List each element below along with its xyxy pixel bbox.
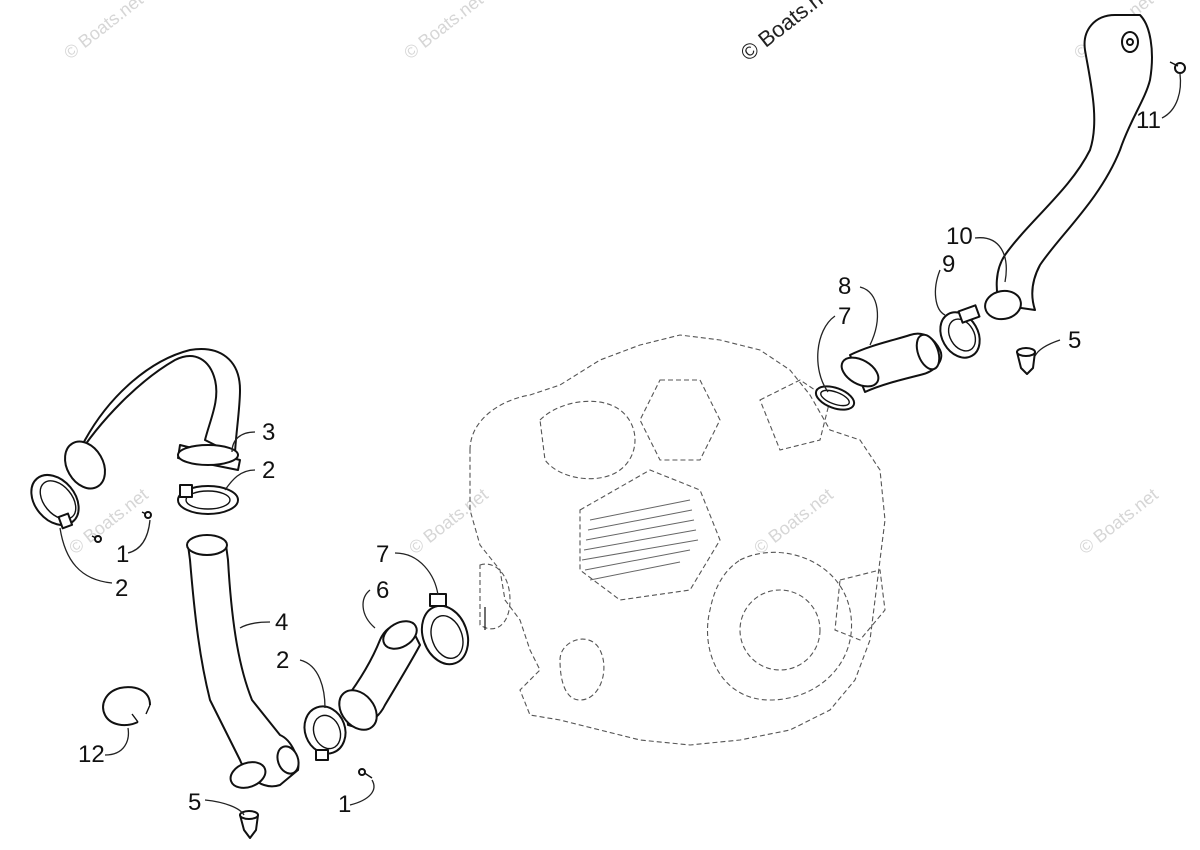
watermark: © Boats.net: [750, 484, 837, 558]
watermark: © Boats.net: [405, 484, 492, 558]
engine-intake: [639, 379, 721, 461]
watermark: © Boats.net: [1075, 484, 1162, 558]
callout-7: 7: [838, 303, 851, 330]
part-8-hose: [840, 332, 943, 393]
callout-10: 10: [946, 223, 973, 250]
part-7-ring-right: [814, 385, 856, 411]
callout-12: 12: [78, 741, 105, 768]
engine-case: [469, 334, 886, 746]
part-2-clamp-center: [177, 484, 239, 515]
engine-stator-cover: [706, 551, 852, 701]
callout-11: 11: [1136, 107, 1161, 134]
callout-7: 7: [376, 541, 389, 568]
callout-2: 2: [276, 647, 289, 674]
part-3-hose: [64, 348, 241, 490]
part-6-hose: [338, 620, 421, 731]
part-10-hose: [984, 14, 1153, 321]
callout-5: 5: [188, 789, 201, 816]
part-4-pipe: [186, 534, 300, 789]
part-9-clamp: [939, 304, 981, 359]
callout-6: 6: [376, 577, 389, 604]
watermark: © Boats.net: [60, 0, 147, 63]
callout-2: 2: [262, 457, 275, 484]
callout-4: 4: [275, 609, 288, 636]
callout-labels: 1 1 2 2 2 3 4 5 5 6 7 7 8 9 10 11 12: [78, 107, 1161, 818]
callout-1: 1: [116, 541, 129, 568]
part-11-screw: [1169, 61, 1186, 74]
callout-9: 9: [942, 251, 955, 278]
part-1-screw-a: [91, 535, 102, 543]
callout-2: 2: [115, 575, 128, 602]
engine-cylinder-head: [539, 400, 636, 480]
part-1-screw-b: [141, 511, 152, 519]
part-7-clamp-center: [420, 593, 470, 666]
part-2-clamp-left: [30, 473, 80, 530]
leader-lines: [59, 73, 1182, 816]
watermark-dark: © Boats.ne: [736, 0, 837, 66]
engine-rotor-cover: [739, 589, 821, 671]
callout-8: 8: [838, 273, 851, 300]
part-12-ring: [102, 686, 151, 727]
callout-5: 5: [1068, 327, 1081, 354]
engine-water-pump: [834, 569, 886, 641]
part-2-clamp-lower: [303, 705, 347, 761]
part-5-fitting-right: [1016, 347, 1036, 375]
part-1-screw-c: [358, 768, 373, 779]
engine-cylinder: [579, 469, 721, 601]
callout-3: 3: [262, 419, 275, 446]
engine-cooling-fins: [581, 499, 699, 581]
part-5-fitting-lower: [239, 810, 259, 839]
engine-outline: [469, 334, 886, 746]
watermark: © Boats.net: [400, 0, 487, 63]
engine-oil-filter: [559, 638, 605, 701]
engine-rear-head: [759, 379, 831, 451]
callout-1: 1: [338, 791, 351, 818]
